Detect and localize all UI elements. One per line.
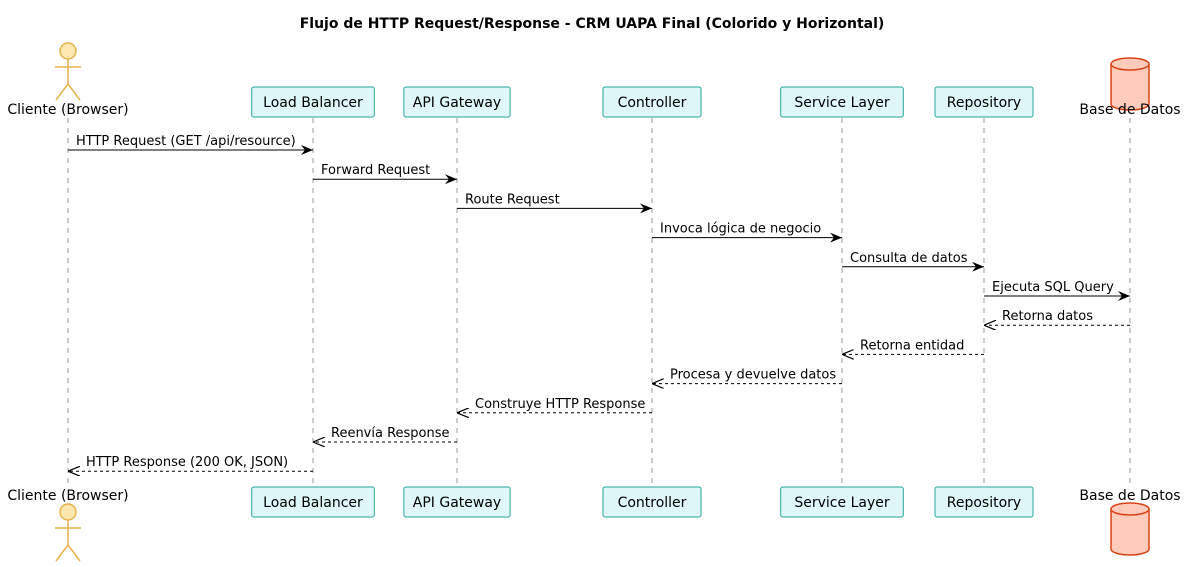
participant-repo-top: Repository [934, 86, 1034, 118]
message-label: Ejecuta SQL Query [992, 280, 1114, 295]
participant-gw-bottom: API Gateway [403, 486, 511, 518]
participant-lb-top-label: Load Balancer [263, 95, 363, 111]
participant-repo-bottom: Repository [934, 486, 1034, 518]
participant-ctrl-bottom: Controller [602, 486, 702, 518]
message: Procesa y devuelve datos [652, 368, 842, 384]
message-label: Construye HTTP Response [475, 397, 645, 412]
message-label: Procesa y devuelve datos [670, 368, 836, 383]
message-label: Route Request [465, 192, 560, 207]
participants-top: Cliente (Browser) Load Balancer API Gatewa… [7, 42, 1181, 118]
participant-db-bottom-label: Base de Datos [1079, 488, 1180, 504]
message-label: Invoca lógica de negocio [660, 222, 821, 237]
message: HTTP Request (GET /api/resource) [68, 134, 313, 155]
participant-gw-bottom-label: API Gateway [413, 495, 501, 511]
database-icon [1110, 502, 1150, 556]
message: Reenvía Response [313, 426, 457, 442]
message: Invoca lógica de negocio [652, 222, 842, 243]
participant-gw-top: API Gateway [403, 86, 511, 118]
participant-lb-bottom: Load Balancer [251, 486, 375, 518]
participant-lb-top: Load Balancer [251, 86, 375, 118]
message: Retorna entidad [842, 338, 984, 354]
message: Route Request [457, 192, 652, 214]
participant-client-top-label: Cliente (Browser) [7, 102, 128, 118]
message-label: Reenvía Response [331, 426, 450, 441]
database-icon [1110, 57, 1150, 111]
participant-ctrl-bottom-label: Controller [618, 495, 687, 511]
message-label: HTTP Request (GET /api/resource) [76, 134, 296, 149]
message-label: HTTP Response (200 OK, JSON) [86, 455, 288, 470]
participant-ctrl-top: Controller [602, 86, 702, 118]
message-label: Retorna entidad [860, 338, 964, 353]
lifelines [67, 118, 1131, 488]
message-label: Forward Request [321, 163, 430, 178]
participant-repo-top-label: Repository [947, 95, 1021, 111]
participant-ctrl-top-label: Controller [618, 95, 687, 111]
message: HTTP Response (200 OK, JSON) [68, 455, 313, 471]
participant-svc-bottom: Service Layer [780, 486, 904, 518]
participant-client-bottom-label: Cliente (Browser) [7, 488, 128, 504]
message-label: Consulta de datos [850, 251, 968, 266]
participant-svc-bottom-label: Service Layer [794, 495, 889, 511]
actor-icon [55, 503, 81, 562]
participant-lb-bottom-label: Load Balancer [263, 495, 363, 511]
participant-svc-top: Service Layer [780, 86, 904, 118]
messages: HTTP Request (GET /api/resource) Forward … [68, 134, 1130, 471]
actor-icon [55, 42, 81, 101]
message-label: Retorna datos [1002, 309, 1093, 324]
participant-db-top-label: Base de Datos [1079, 102, 1180, 118]
participant-gw-top-label: API Gateway [413, 95, 501, 111]
message: Ejecuta SQL Query [984, 280, 1130, 301]
message: Forward Request [313, 163, 457, 185]
diagram-title: Flujo de HTTP Request/Response - CRM UAP… [300, 16, 885, 32]
message: Retorna datos [984, 309, 1130, 325]
participants-bottom: Cliente (Browser) Load Balancer API Gatewa… [7, 486, 1181, 562]
participant-repo-bottom-label: Repository [947, 495, 1021, 511]
participant-svc-top-label: Service Layer [794, 95, 889, 111]
message: Construye HTTP Response [457, 397, 652, 413]
message: Consulta de datos [842, 251, 984, 272]
